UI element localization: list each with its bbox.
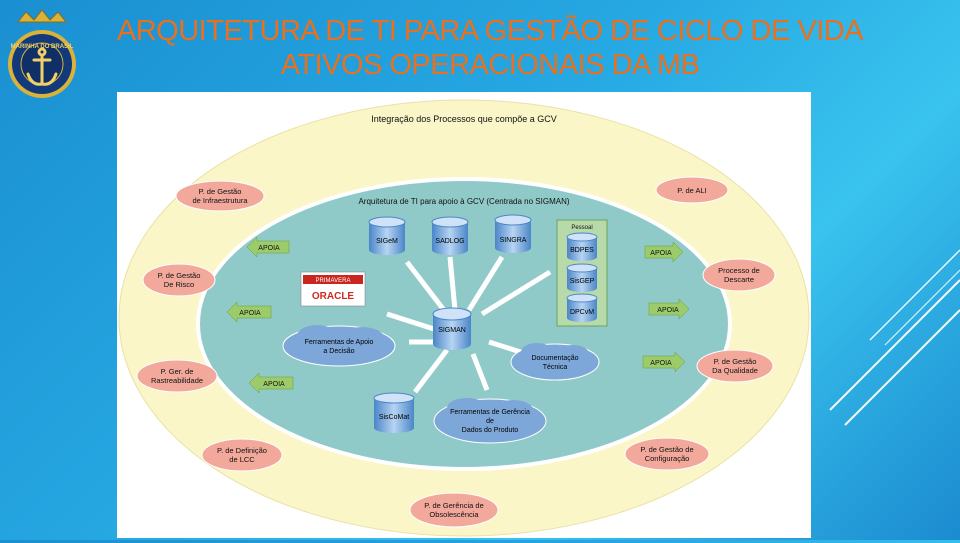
- svg-text:PRIMAVERA: PRIMAVERA: [316, 278, 351, 284]
- process-gestao-qualidade: P. de Gestão Da Qualidade: [696, 349, 774, 383]
- svg-text:ORACLE: ORACLE: [312, 291, 355, 302]
- db-sisgep: SisGEP: [566, 263, 598, 292]
- process-gestao-configuracao: P. de Gestão de Configuração: [624, 437, 710, 471]
- apoia-arrow-right-1: APOIA: [644, 241, 684, 263]
- svg-text:Ferramentas de Gerência: Ferramentas de Gerência: [450, 409, 530, 416]
- gcv-diagram: Integração dos Processos que compõe a GC…: [117, 92, 811, 538]
- process-ali: P. de ALI: [655, 176, 729, 204]
- svg-text:APOIA: APOIA: [657, 307, 679, 314]
- svg-text:de LCC: de LCC: [229, 455, 255, 464]
- db-siscomat: SisCoMat: [373, 392, 415, 433]
- emblem-text: MARINHA DO BRASIL: [11, 44, 74, 50]
- svg-text:APOIA: APOIA: [650, 250, 672, 257]
- anchor-icon: [26, 47, 58, 86]
- svg-text:P. de Gestão: P. de Gestão: [199, 187, 242, 196]
- svg-text:APOIA: APOIA: [239, 310, 261, 317]
- process-gestao-infraestrutura: P. de Gestão de Infraestrutura: [175, 180, 265, 212]
- svg-text:Configuração: Configuração: [645, 454, 690, 463]
- svg-text:APOIA: APOIA: [263, 381, 285, 388]
- svg-text:DPCvM: DPCvM: [570, 309, 594, 316]
- svg-text:P. de Gestão: P. de Gestão: [714, 357, 757, 366]
- cloud-documentacao: Documentação Técnica: [510, 343, 600, 381]
- svg-text:Descarte: Descarte: [724, 275, 754, 284]
- svg-text:Da Qualidade: Da Qualidade: [712, 366, 758, 375]
- decorative-lines: [829, 249, 960, 426]
- process-definicao-lcc: P. de Definição de LCC: [201, 438, 283, 472]
- db-sadlog: SADLOG: [431, 216, 469, 255]
- svg-text:Técnica: Técnica: [543, 364, 568, 371]
- apoia-arrow-left-2: APOIA: [226, 301, 272, 323]
- inner-title: Arquitetura de TI para apoio à GCV (Cent…: [358, 197, 569, 206]
- svg-text:Obsolescência: Obsolescência: [429, 510, 479, 519]
- apoia-arrow-left-1: APOIA: [246, 236, 290, 258]
- process-rastreabilidade: P. Ger. de Rastreabilidade: [136, 359, 218, 393]
- svg-text:SisCoMat: SisCoMat: [379, 414, 409, 421]
- navy-emblem: MARINHA DO BRASIL: [8, 9, 76, 98]
- db-singra: SINGRA: [494, 214, 532, 253]
- svg-text:a Decisão: a Decisão: [323, 348, 354, 355]
- title-line-2: ATIVOS OPERACIONAIS DA MB: [280, 49, 700, 81]
- cloud-ferramentas-gerencia: Ferramentas de Gerência de Dados do Prod…: [433, 398, 547, 444]
- svg-text:P. de Definição: P. de Definição: [217, 446, 267, 455]
- db-bdpes: BDPES: [566, 232, 598, 261]
- svg-text:P. de Gestão: P. de Gestão: [158, 271, 201, 280]
- process-descarte: Processo de Descarte: [702, 258, 776, 292]
- svg-text:Rastreabilidade: Rastreabilidade: [151, 376, 203, 385]
- svg-text:SIGMAN: SIGMAN: [438, 327, 466, 334]
- svg-text:SisGEP: SisGEP: [570, 278, 595, 285]
- pessoal-label: Pessoal: [571, 225, 592, 231]
- svg-text:Ferramentas de Apoio: Ferramentas de Apoio: [305, 339, 374, 346]
- svg-text:P. de ALI: P. de ALI: [677, 186, 706, 195]
- outer-title: Integração dos Processos que compõe a GC…: [371, 114, 557, 124]
- svg-text:P. de Gerência de: P. de Gerência de: [424, 501, 484, 510]
- db-dpcvm: DPCvM: [566, 293, 598, 322]
- svg-text:P. Ger. de: P. Ger. de: [161, 367, 194, 376]
- svg-text:APOIA: APOIA: [650, 360, 672, 367]
- connection-arrows: [386, 255, 552, 394]
- svg-text:de Infraestrutura: de Infraestrutura: [192, 196, 248, 205]
- svg-text:P. de Gestão de: P. de Gestão de: [640, 445, 693, 454]
- primavera-oracle-logo: PRIMAVERA ORACLE: [300, 271, 366, 307]
- process-obsolescencia: P. de Gerência de Obsolescência: [409, 492, 499, 528]
- apoia-arrow-right-3: APOIA: [642, 351, 686, 373]
- svg-text:Dados do Produto: Dados do Produto: [462, 427, 519, 434]
- apoia-arrow-right-2: APOIA: [648, 298, 690, 320]
- svg-text:BDPES: BDPES: [570, 247, 594, 254]
- svg-text:APOIA: APOIA: [258, 245, 280, 252]
- svg-text:SIGeM: SIGeM: [376, 238, 398, 245]
- svg-text:de: de: [486, 418, 494, 425]
- svg-text:Processo de: Processo de: [718, 266, 760, 275]
- svg-text:Documentação: Documentação: [531, 355, 578, 362]
- svg-text:SADLOG: SADLOG: [435, 238, 464, 245]
- apoia-arrow-left-3: APOIA: [248, 372, 294, 394]
- db-sigem: SIGeM: [368, 216, 406, 255]
- svg-text:SINGRA: SINGRA: [500, 237, 527, 244]
- title-line-1: ARQUITETURA DE TI PARA GESTÃO DE CICLO D…: [116, 15, 864, 47]
- svg-text:De Risco: De Risco: [164, 280, 194, 289]
- slide-title: ARQUITETURA DE TI PARA GESTÃO DE CICLO D…: [110, 14, 870, 82]
- cloud-ferramentas-apoio: Ferramentas de Apoio a Decisão: [282, 325, 396, 367]
- db-sigman: SIGMAN: [432, 307, 472, 350]
- process-gestao-risco: P. de Gestão De Risco: [142, 263, 216, 297]
